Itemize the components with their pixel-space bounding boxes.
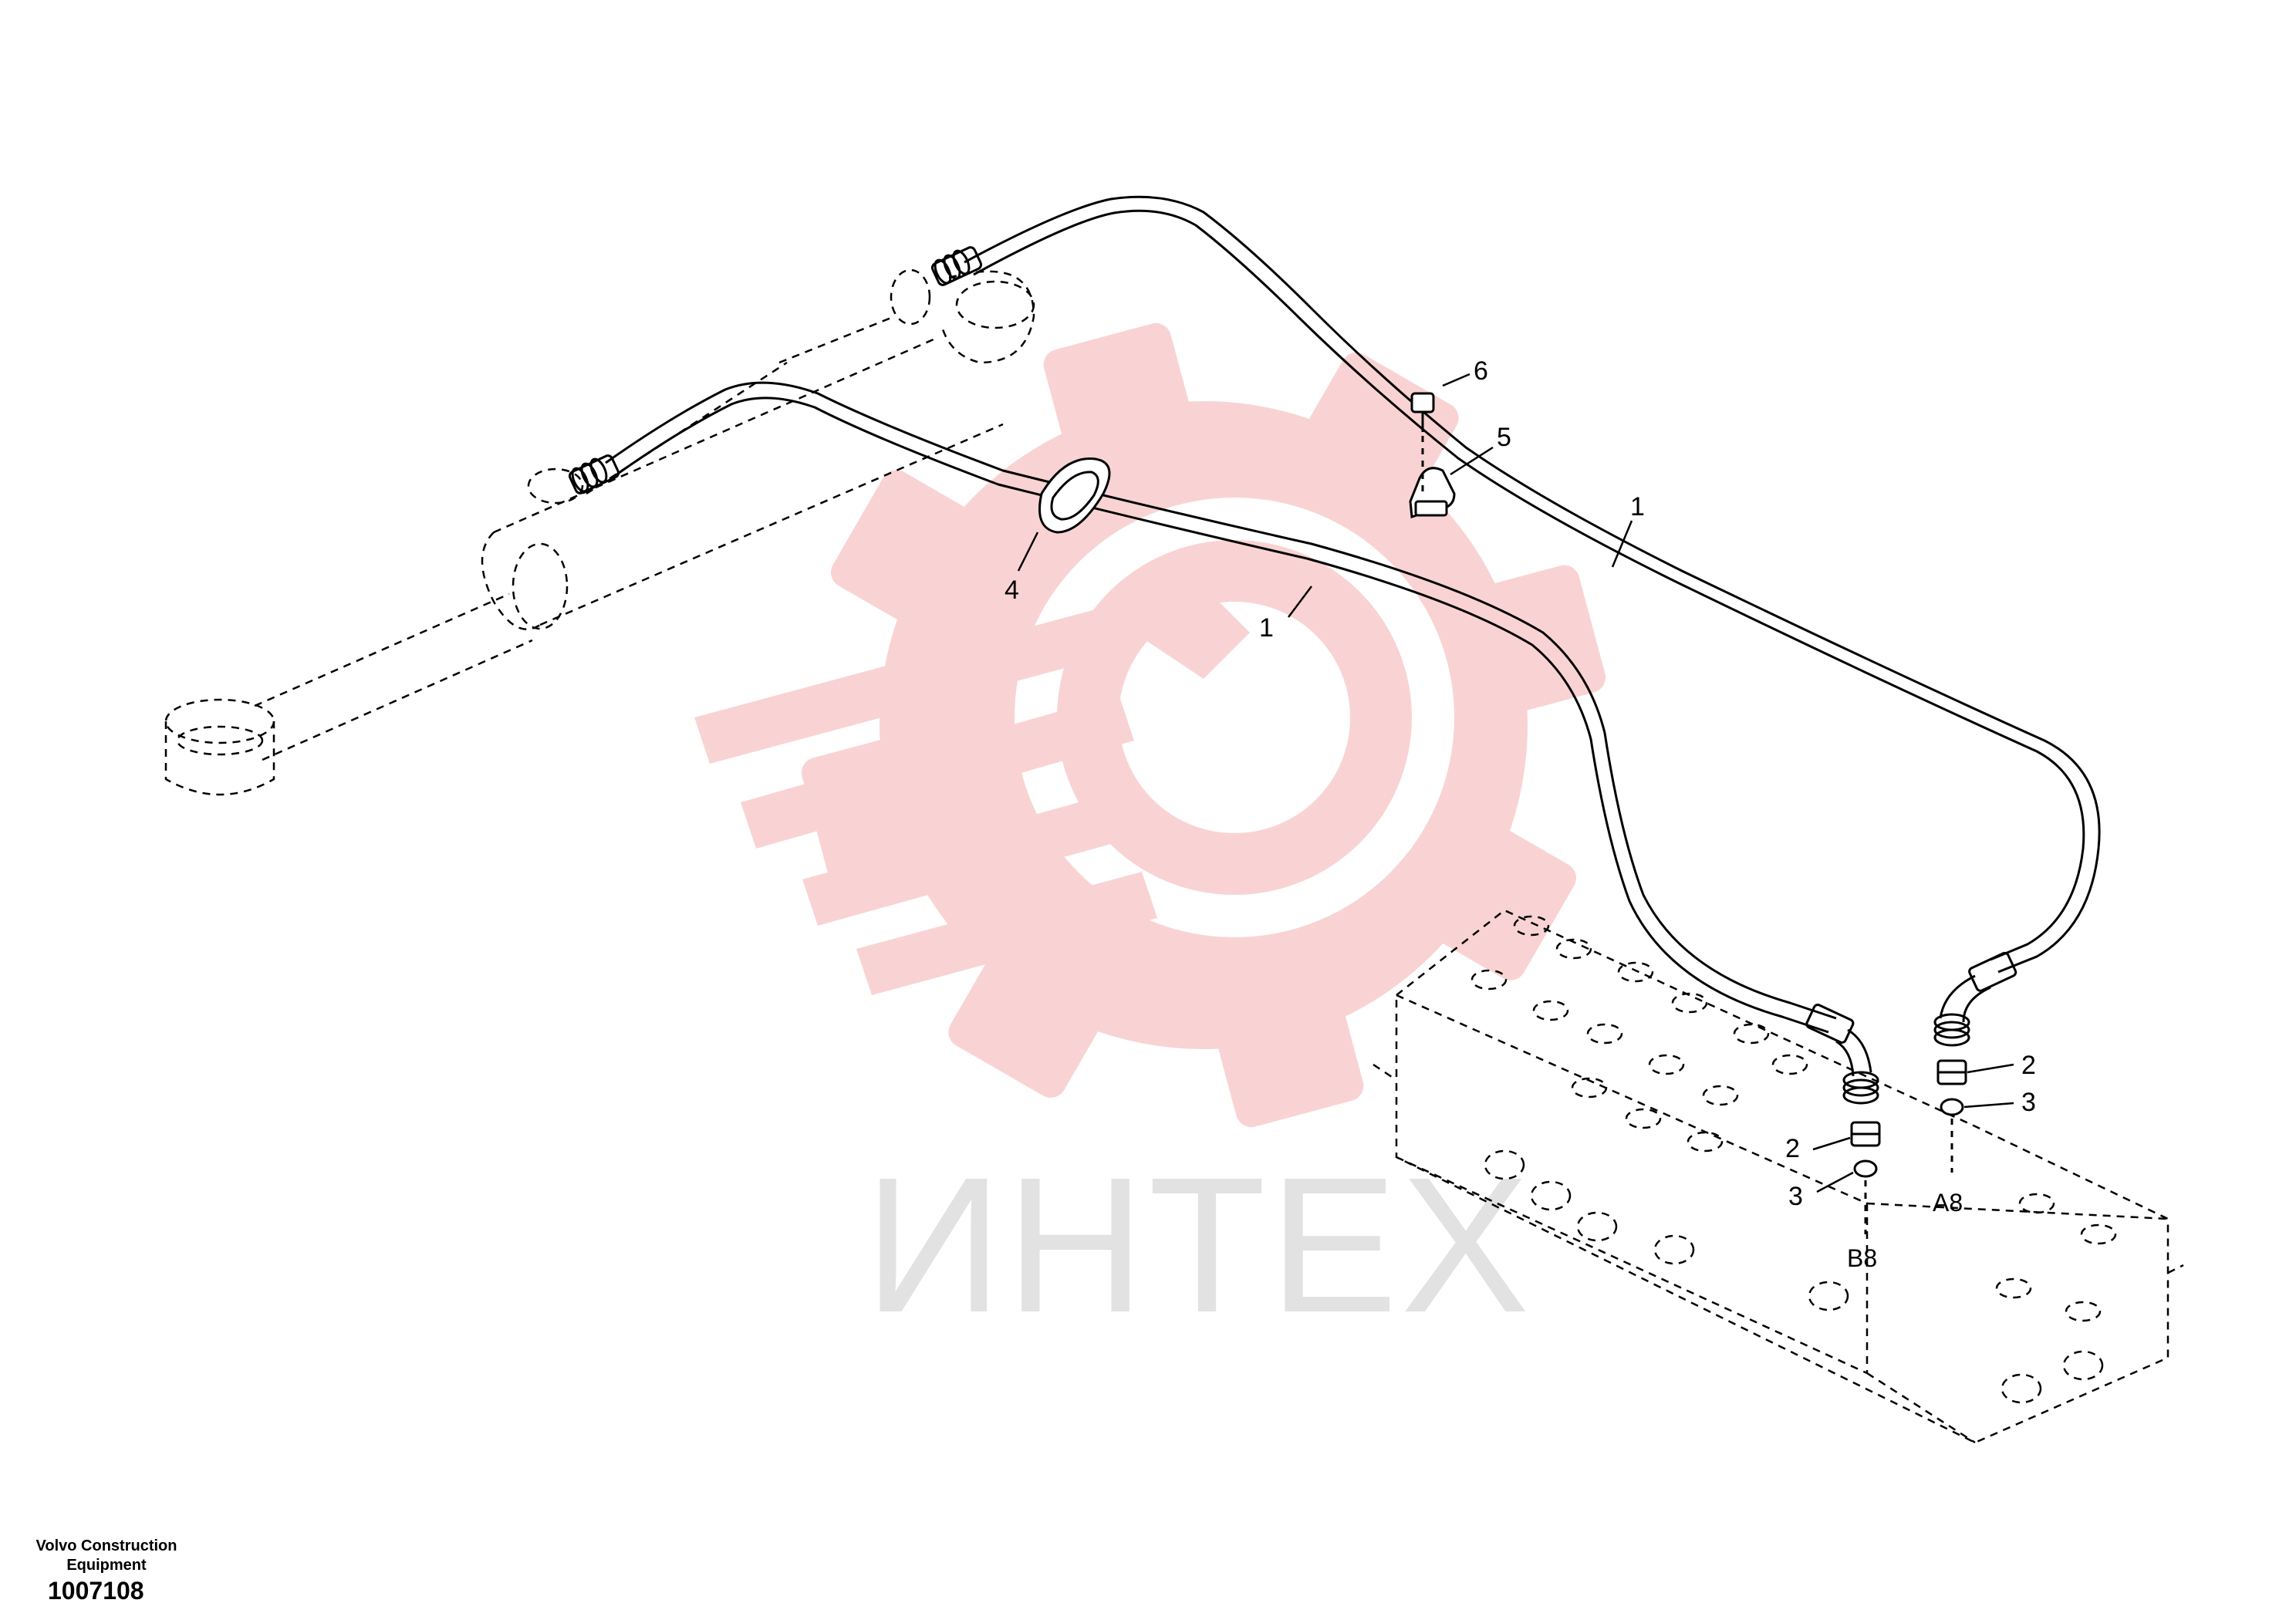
fitting-b8 bbox=[1850, 1121, 1881, 1147]
callout-leaders bbox=[1017, 373, 2014, 1193]
callout-fitting-a8: 2 bbox=[2021, 1051, 2036, 1080]
callout-hose-lower: 1 bbox=[1259, 613, 1274, 643]
fitting-a8 bbox=[1936, 1059, 1967, 1085]
hose-lower bbox=[568, 381, 1879, 1105]
bolt bbox=[1410, 392, 1435, 494]
callout-oring-a8: 3 bbox=[2021, 1088, 2036, 1117]
title-block: Volvo Construction Equipment 1007108 bbox=[22, 1537, 191, 1605]
hose-upper bbox=[930, 195, 2101, 1047]
oring-b8 bbox=[1853, 1159, 1878, 1234]
control-valve-phantom bbox=[1373, 909, 2184, 1444]
hose-guide bbox=[1038, 457, 1111, 534]
gear-wrench-icon bbox=[694, 322, 1606, 1128]
callout-hose-guide: 4 bbox=[1004, 575, 1019, 605]
drawing-number: 1007108 bbox=[48, 1577, 144, 1605]
port-label-a8: A8 bbox=[1933, 1189, 1963, 1217]
callout-hose-upper: 1 bbox=[1630, 492, 1645, 521]
oring-a8 bbox=[1940, 1098, 1964, 1173]
company-name-line1: Volvo Construction bbox=[35, 1537, 177, 1554]
cylinder-phantom bbox=[164, 268, 1035, 796]
watermark-logo: ИНТЕХ bbox=[694, 322, 1606, 1352]
clamp bbox=[1409, 467, 1456, 519]
port-label-b8: B8 bbox=[1847, 1244, 1877, 1272]
callout-bolt: 6 bbox=[1474, 356, 1488, 386]
callout-fitting-b8: 2 bbox=[1785, 1134, 1800, 1163]
callout-clamp: 5 bbox=[1497, 423, 1511, 452]
watermark-text: ИНТЕХ bbox=[864, 1137, 1532, 1352]
company-name-line2: Equipment bbox=[66, 1557, 147, 1574]
callout-oring-b8: 3 bbox=[1788, 1182, 1803, 1211]
